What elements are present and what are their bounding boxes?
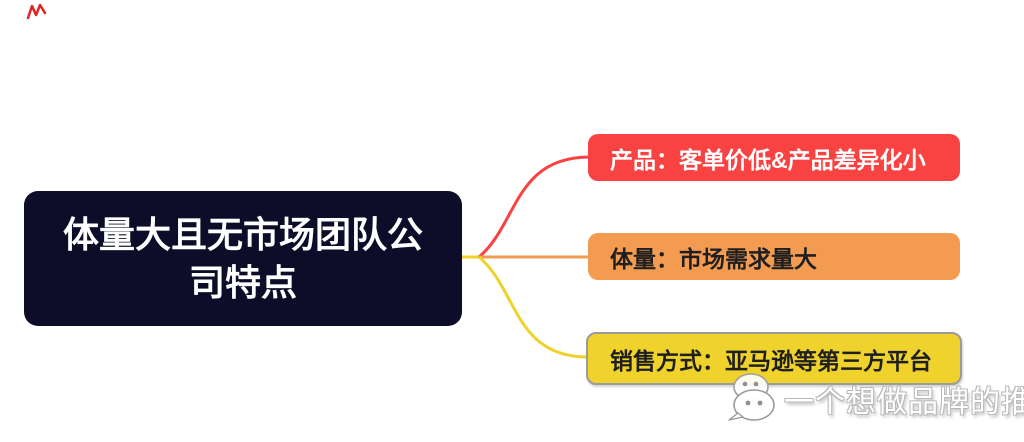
branch-node-volume[interactable]: 体量：市场需求量大 [588,233,960,280]
red-zigzag-mark-icon [26,3,47,20]
connector-sales [478,255,589,359]
branch-node-product[interactable]: 产品：客单价低&产品差异化小 [588,134,960,181]
branch-node-sales[interactable]: 销售方式：亚马逊等第三方平台 [586,332,962,385]
wechat-icon [728,373,775,421]
connector-product [478,155,591,259]
watermark-text: 一个想做品牌的推广 [784,386,1024,419]
watermark: 一个想做品牌的推广 [724,372,1024,426]
branch-volume-label: 体量：市场需求量大 [610,245,817,272]
root-topic-node[interactable]: 体量大且无市场团队公 司特点 [24,191,462,326]
branch-sales-label: 销售方式：亚马逊等第三方平台 [610,347,932,374]
branch-product-label: 产品：客单价低&产品差异化小 [610,146,926,173]
root-topic-line2: 司特点 [188,261,297,303]
root-topic-line1: 体量大且无市场团队公 [62,213,423,255]
